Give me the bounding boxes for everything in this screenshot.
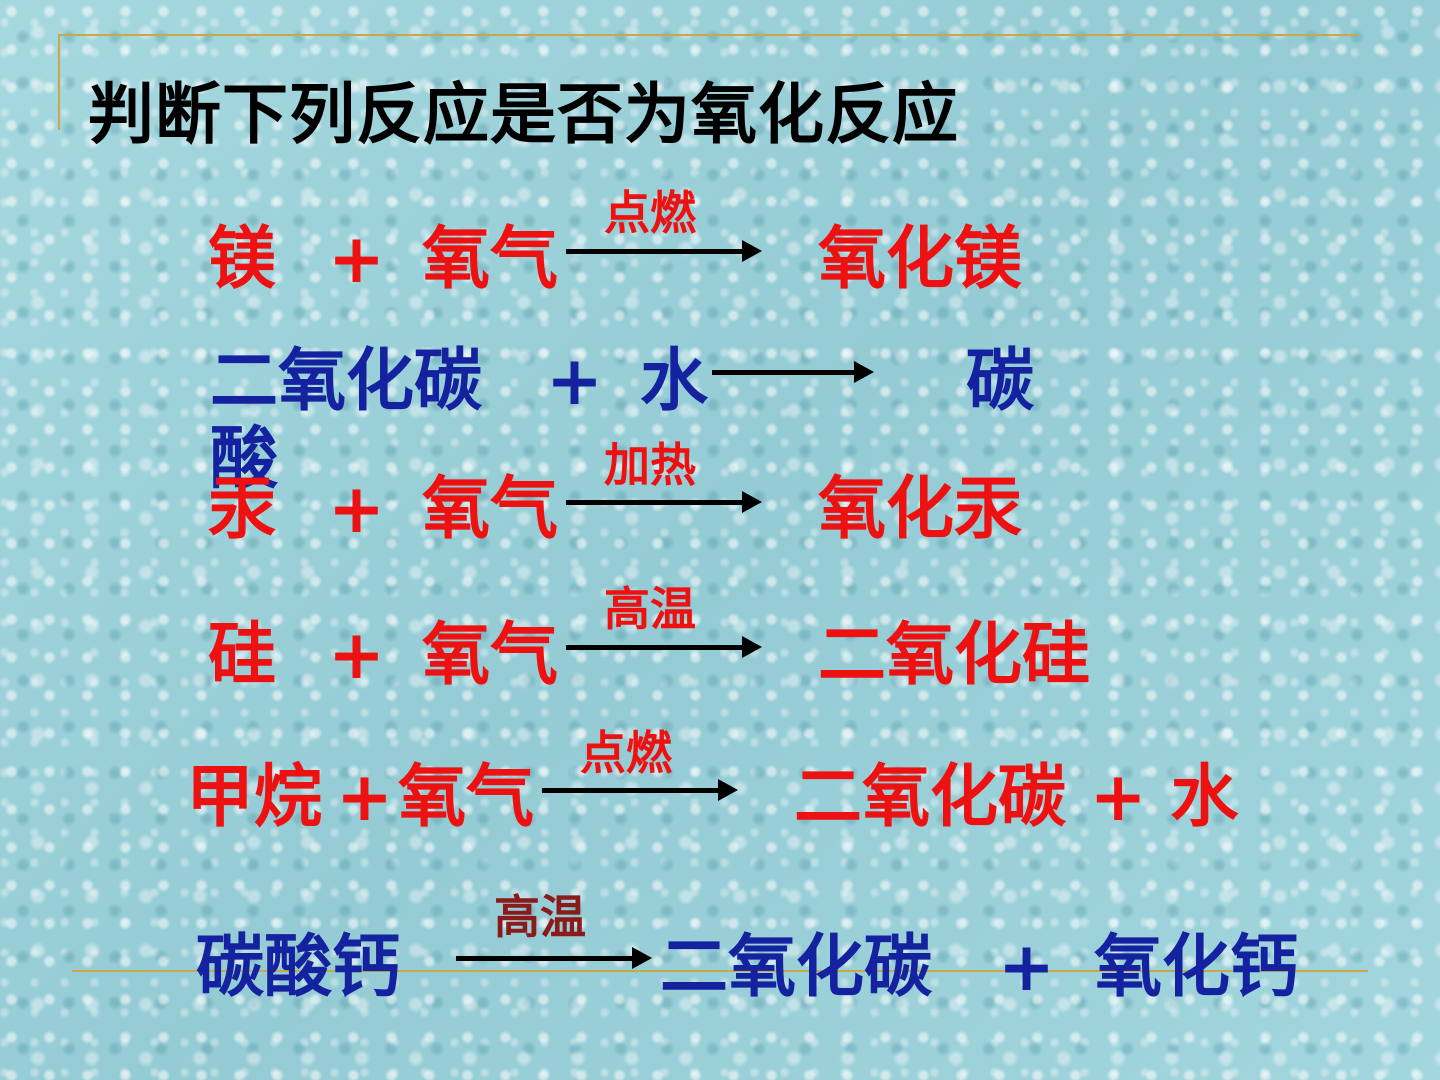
reaction-4-product: 二氧化硅 <box>818 616 1091 695</box>
reaction-6-arrow <box>456 947 652 969</box>
reaction-3-condition: 加热 <box>604 438 696 492</box>
reaction-6-product-2: 氧化钙 <box>1094 928 1299 1007</box>
reaction-5-reactant-2: 氧气 <box>398 758 535 837</box>
reaction-4-reactant-1: 硅 <box>208 616 277 695</box>
reaction-5-reactant-1: 甲烷 <box>186 758 323 837</box>
reaction-1-plus: + <box>328 220 385 299</box>
reaction-1-reactant-2: 氧气 <box>422 220 559 299</box>
reaction-2-product-wrap: 酸 <box>210 420 279 499</box>
reaction-5-plus: + <box>336 758 393 837</box>
reaction-6-reactant-1: 碳酸钙 <box>196 928 401 1007</box>
left-rule-line <box>58 34 60 130</box>
reaction-2-arrow <box>712 361 874 383</box>
reaction-3-reactant-2: 氧气 <box>422 470 559 549</box>
reaction-5-product: 二氧化碳 + 水 <box>794 758 1239 837</box>
reaction-2-reactant-2: 水 <box>640 342 709 421</box>
reaction-1-arrow <box>566 240 762 262</box>
bottom-rule-line <box>72 970 1368 972</box>
reaction-4-plus: + <box>328 616 385 695</box>
reaction-4-arrow <box>566 636 762 658</box>
reaction-4-condition: 高温 <box>604 582 696 636</box>
reaction-2-plus: + <box>546 342 603 421</box>
reaction-2-product: 碳 <box>966 342 1035 421</box>
reaction-3-product: 氧化汞 <box>818 470 1023 549</box>
reaction-1-product: 氧化镁 <box>818 220 1023 299</box>
reaction-1-condition: 点燃 <box>604 186 696 240</box>
reaction-3-reactant-1: 汞 <box>208 470 277 549</box>
top-rule-line <box>58 34 1358 36</box>
reaction-3-plus: + <box>328 470 385 549</box>
reaction-6-plus: + <box>998 928 1055 1007</box>
reaction-6-product-1: 二氧化碳 <box>660 928 933 1007</box>
reaction-1-reactant-1: 镁 <box>208 220 277 299</box>
reaction-3-arrow <box>566 491 762 513</box>
slide-title: 判断下列反应是否为氧化反应 <box>88 76 959 153</box>
reaction-6-condition: 高温 <box>494 890 586 944</box>
reaction-2-reactant-1: 二氧化碳 <box>210 342 483 421</box>
reaction-5-condition: 点燃 <box>580 726 672 780</box>
reaction-4-reactant-2: 氧气 <box>422 616 559 695</box>
reaction-5-arrow <box>542 779 738 801</box>
